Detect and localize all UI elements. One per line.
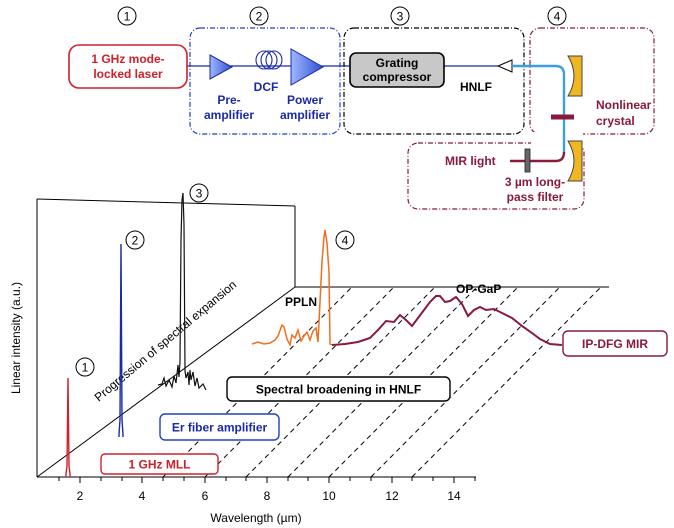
svg-text:compressor: compressor: [363, 70, 432, 84]
stage-number-3: 3: [390, 6, 410, 26]
stage-number-2: 2: [249, 6, 269, 26]
svg-text:4: 4: [342, 234, 349, 248]
setup-diagram: 1 2 3 4 1 GHz mode- locked laser Pre- am…: [68, 6, 655, 210]
mir-light-label: MIR light: [445, 154, 496, 168]
x-tick-label: 6: [202, 489, 209, 503]
spectrum-hnlf: [157, 192, 207, 391]
plot-frame: [36, 198, 609, 478]
svg-text:3: 3: [397, 10, 404, 24]
filter-label: 3 µm long-: [505, 175, 565, 189]
ip-dfg-label-box: IP-DFG MIR: [562, 330, 668, 357]
preamplifier-label-2: amplifier: [204, 108, 254, 122]
hnlf-label: HNLF: [460, 80, 492, 94]
stage-number-1: 1: [117, 6, 137, 26]
filter-label-2: pass filter: [507, 190, 564, 204]
preamplifier-triangle: [209, 54, 234, 80]
spectrum-marker-4: 4: [335, 230, 355, 250]
compression-stage-box: [343, 27, 525, 135]
hnlf-collimator: [496, 59, 513, 73]
pump-beam: [512, 64, 566, 152]
x-tick-label: 10: [322, 489, 336, 503]
spectrum-mll: [65, 377, 71, 477]
x-tick-label: 8: [264, 489, 271, 503]
svg-text:4: 4: [554, 10, 561, 24]
stage-number-4: 4: [547, 6, 567, 26]
parabolic-mirror-bottom: [567, 140, 583, 182]
x-axis-ticks: [58, 477, 476, 483]
x-axis-label: Wavelength (µm): [210, 511, 301, 525]
parabolic-mirror-top: [567, 55, 583, 97]
spectra-plot: 2 4 6 8 10 12 14 Wavelength (µm) Linear …: [9, 183, 668, 525]
svg-text:1: 1: [124, 10, 131, 24]
y-axis-label: Linear intensity (a.u.): [9, 282, 23, 394]
hnlf-broadening-label-box: Spectral broadening in HNLF: [226, 376, 451, 402]
laser-box: 1 GHz mode- locked laser: [68, 44, 188, 89]
spectrum-ip-dfg: [331, 295, 563, 346]
nonlinear-crystal-label-2: crystal: [596, 114, 635, 128]
svg-text:Spectral broadening in HNLF: Spectral broadening in HNLF: [256, 383, 421, 397]
spectrum-er-amplifier: [118, 243, 124, 437]
svg-text:Grating: Grating: [376, 56, 419, 70]
x-tick-label: 12: [385, 489, 399, 503]
dcf-label: DCF: [254, 80, 279, 94]
opgap-label: OP-GaP: [456, 282, 501, 296]
svg-text:2: 2: [256, 10, 263, 24]
spectrum-ppln: [251, 229, 333, 348]
x-tick-label: 2: [77, 489, 84, 503]
amplifier-stage-box: [189, 27, 341, 135]
svg-text:3: 3: [196, 187, 203, 201]
nonlinear-crystal-label: Nonlinear: [596, 98, 652, 112]
spectrum-marker-1: 1: [75, 357, 95, 377]
mll-label-box: 1 GHz MLL: [100, 453, 219, 475]
x-tick-label: 14: [447, 489, 461, 503]
mir-beam: [510, 151, 566, 163]
x-axis-tick-labels: 2 4 6 8 10 12 14: [77, 489, 461, 503]
er-amp-label-box: Er fiber amplifier: [159, 413, 280, 441]
svg-text:1 GHz MLL: 1 GHz MLL: [129, 458, 191, 472]
grating-compressor-box: Grating compressor: [349, 52, 445, 88]
svg-text:IP-DFG MIR: IP-DFG MIR: [582, 337, 648, 351]
ppln-label: PPLN: [285, 295, 317, 309]
power-amplifier-triangle: [290, 48, 325, 86]
svg-text:1: 1: [82, 361, 89, 375]
dcf-coil: [255, 50, 283, 70]
crystal-stage-box: [529, 27, 655, 135]
mir-stage-box: [407, 142, 585, 210]
spectrum-marker-2: 2: [125, 230, 145, 250]
svg-text:Er fiber amplifier: Er fiber amplifier: [172, 421, 268, 435]
long-pass-filter: [524, 148, 531, 173]
svg-text:2: 2: [132, 234, 139, 248]
preamplifier-label: Pre-: [217, 93, 240, 107]
svg-text:1 GHz mode-: 1 GHz mode-: [91, 52, 164, 66]
power-amplifier-label: Power: [287, 93, 323, 107]
power-amplifier-label-2: amplifier: [280, 108, 330, 122]
x-tick-label: 4: [139, 489, 146, 503]
svg-text:locked laser: locked laser: [93, 67, 163, 81]
spectrum-marker-3: 3: [189, 183, 209, 203]
